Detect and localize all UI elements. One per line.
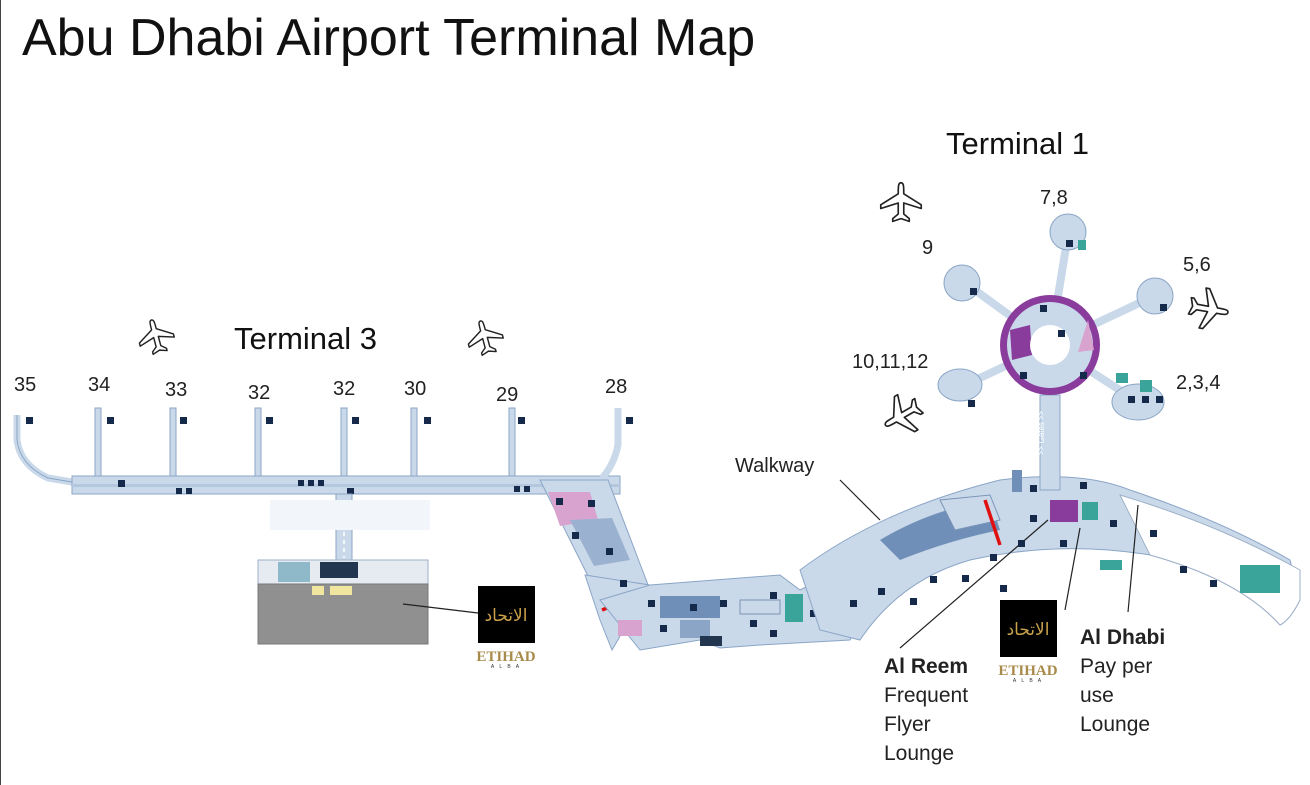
etihad-logo-t1: الاتحاد ETIHAD A L B A bbox=[998, 600, 1058, 684]
terminal-3-concourse bbox=[13, 407, 633, 645]
svg-text:الاتحاد: الاتحاد bbox=[485, 606, 528, 626]
al-reem-line: Frequent bbox=[884, 684, 969, 707]
plane-icon bbox=[879, 181, 923, 223]
gates-corridor-label: >> Gates >> bbox=[1037, 410, 1046, 455]
gate-label: 29 bbox=[496, 384, 519, 406]
plane-icon bbox=[133, 314, 178, 358]
svg-text:ETIHAD: ETIHAD bbox=[998, 663, 1057, 679]
plane-icon bbox=[462, 315, 507, 359]
terminal-1-satellite bbox=[937, 213, 1174, 421]
gate-label: 9 bbox=[922, 237, 934, 259]
gate-label: 28 bbox=[605, 376, 628, 398]
svg-text:A L B A: A L B A bbox=[491, 664, 521, 670]
al-reem-lounge-area bbox=[1050, 500, 1078, 522]
connector-t3-t1 bbox=[539, 479, 871, 652]
al-dhabi-line: Pay per bbox=[1080, 655, 1153, 678]
svg-text:ETIHAD: ETIHAD bbox=[476, 649, 535, 665]
lounge-pointer-line-t3 bbox=[402, 603, 479, 614]
al-reem-line: Flyer bbox=[884, 713, 931, 736]
svg-text:A L B A: A L B A bbox=[1013, 678, 1043, 684]
gate-label: 5,6 bbox=[1183, 254, 1211, 276]
walkway-pointer-line bbox=[839, 479, 881, 521]
gate-label: 7,8 bbox=[1040, 187, 1068, 209]
terminal-3-label: Terminal 3 bbox=[234, 321, 377, 356]
gate-label: 34 bbox=[88, 374, 111, 396]
plane-icon bbox=[874, 387, 930, 444]
al-dhabi-lounge-callout: Al Dhabi Pay per use Lounge bbox=[1080, 623, 1165, 739]
al-dhabi-lounge-area bbox=[1240, 565, 1280, 593]
etihad-logo-t3: الاتحاد ETIHAD A L B A bbox=[476, 586, 536, 670]
al-dhabi-pointer-line bbox=[1127, 504, 1139, 613]
al-dhabi-line: Lounge bbox=[1080, 713, 1151, 736]
gate-label: 33 bbox=[165, 379, 188, 401]
al-dhabi-name: Al Dhabi bbox=[1080, 626, 1166, 649]
terminal-1-label: Terminal 1 bbox=[946, 126, 1089, 161]
security-line-t1 bbox=[983, 499, 1002, 546]
gate-label: 30 bbox=[404, 378, 427, 400]
al-reem-line: Lounge bbox=[884, 742, 955, 765]
al-dhabi-line: use bbox=[1080, 684, 1114, 707]
gate-label: 10,11,12 bbox=[852, 351, 929, 373]
plane-icon bbox=[1185, 285, 1233, 334]
gate-label: 2,3,4 bbox=[1176, 372, 1221, 394]
gate-label: 32 bbox=[333, 378, 356, 400]
gate-label: 35 bbox=[14, 374, 37, 396]
al-reem-name: Al Reem bbox=[884, 655, 969, 678]
al-reem-lounge-callout: Al Reem Frequent Flyer Lounge bbox=[884, 652, 968, 768]
page-title: Abu Dhabi Airport Terminal Map bbox=[22, 9, 756, 67]
terminal-1-main-hall bbox=[799, 394, 1301, 649]
svg-text:الاتحاد: الاتحاد bbox=[1007, 620, 1050, 640]
gate-label: 32 bbox=[248, 382, 271, 404]
walkway-label: Walkway bbox=[735, 455, 815, 477]
